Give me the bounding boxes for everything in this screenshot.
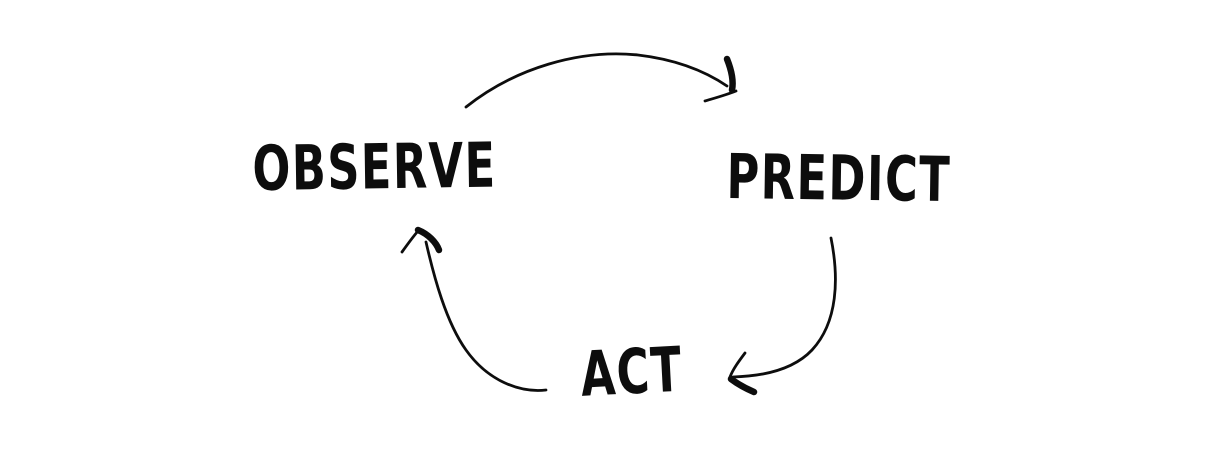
arrow-act-to-observe <box>400 226 548 392</box>
node-observe: OBSERVE <box>251 128 498 205</box>
node-predict: PREDICT <box>726 140 952 217</box>
node-act: ACT <box>578 332 685 411</box>
arrow-observe-to-predict <box>464 52 738 109</box>
arrow-predict-to-act <box>727 236 837 396</box>
